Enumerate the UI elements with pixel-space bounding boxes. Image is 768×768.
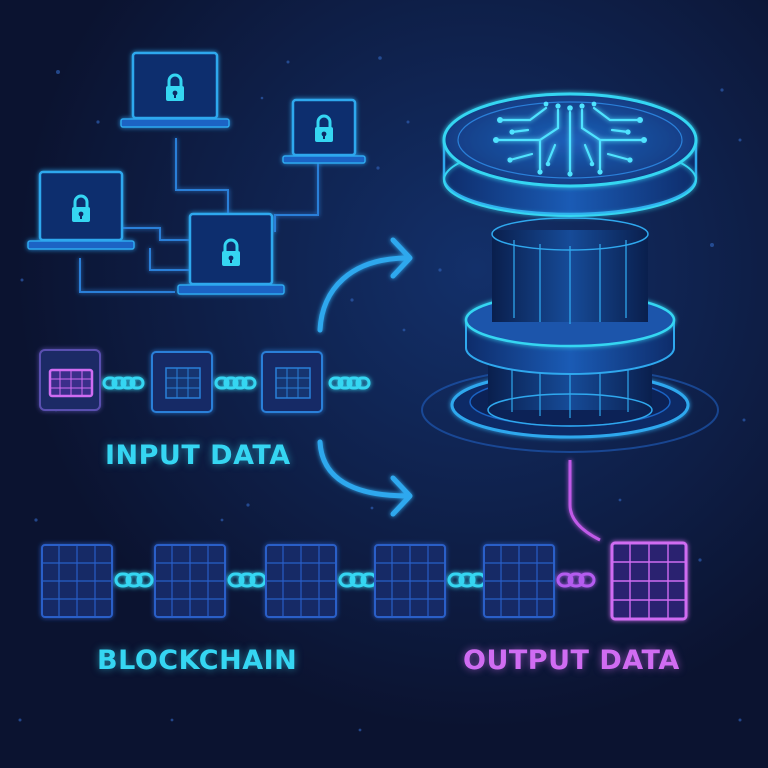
chain-link-icon (328, 376, 371, 390)
data-block-icon (483, 544, 555, 618)
chain-link-icon (556, 572, 596, 588)
chain-link-icon (114, 572, 154, 588)
data-block-icon (261, 351, 323, 413)
output-connector (568, 460, 601, 542)
data-block-icon (610, 541, 688, 621)
input-chain (39, 349, 371, 413)
curved-arrow-icon (317, 439, 413, 517)
chain-link-icon (214, 376, 257, 390)
chain-link-icon (102, 376, 145, 390)
data-block-icon (39, 349, 101, 411)
circuit-traces (494, 106, 646, 174)
output-data-label: OUTPUT DATA (463, 645, 680, 676)
background-sparkles (18, 56, 746, 732)
circuit-server-icon (421, 92, 719, 453)
blockchain-row (41, 541, 688, 621)
data-block-icon (151, 351, 213, 413)
curved-arrow-icon (317, 237, 413, 333)
data-block-icon (265, 544, 337, 618)
data-block-icon (374, 544, 446, 618)
input-data-label: INPUT DATA (105, 440, 291, 471)
lock-laptop-icon (120, 51, 230, 128)
laptop-network (27, 51, 366, 295)
lock-laptop-icon (27, 170, 135, 250)
chain-link-icon (227, 572, 267, 588)
lock-laptop-icon (282, 98, 366, 164)
lock-laptop-icon (177, 212, 285, 295)
network-connections (79, 138, 319, 293)
data-block-icon (41, 544, 113, 618)
data-block-icon (154, 544, 226, 618)
blockchain-label: BLOCKCHAIN (97, 645, 298, 676)
